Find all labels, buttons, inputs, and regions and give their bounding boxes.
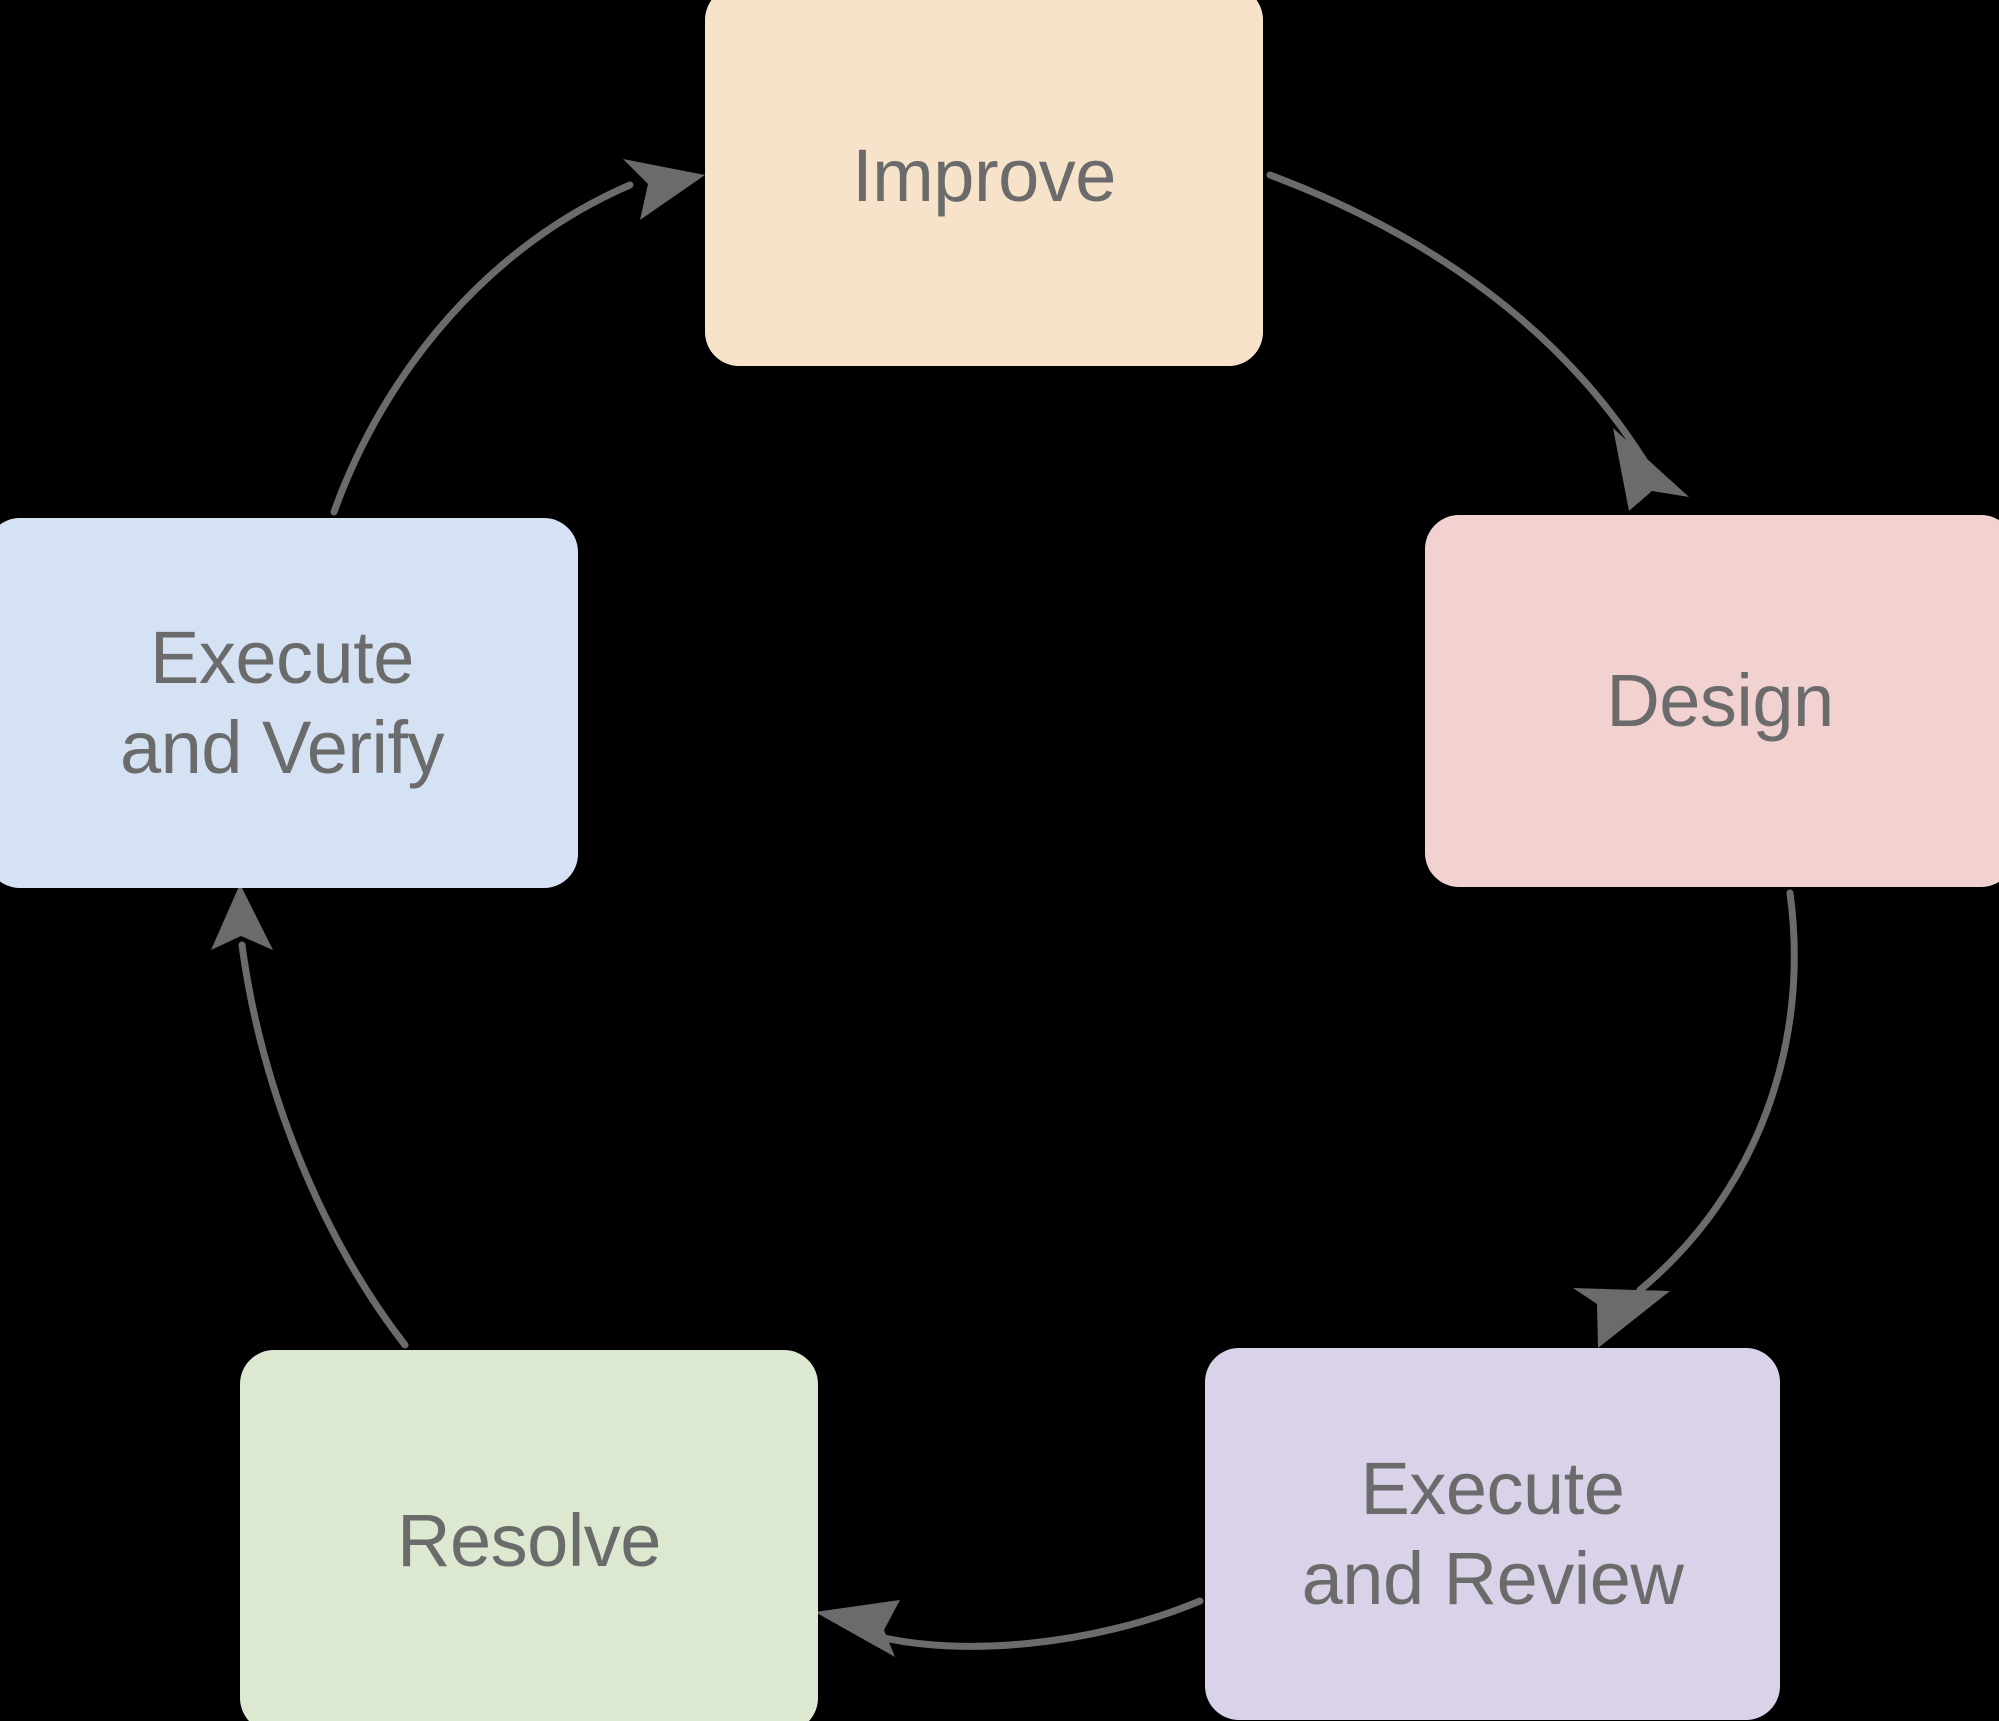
edge-execute-verify-to-improve — [330, 159, 705, 516]
node-resolve[interactable]: Resolve — [240, 1350, 818, 1721]
edge-improve-to-design — [1266, 171, 1689, 511]
node-resolve-label: Resolve — [397, 1498, 661, 1582]
node-improve-label: Improve — [852, 133, 1116, 217]
node-execute-review-label: Execute and Review — [1301, 1446, 1684, 1620]
edge-design-to-execute-review — [1573, 889, 1798, 1348]
node-execute-review[interactable]: Execute and Review — [1205, 1348, 1780, 1720]
node-design[interactable]: Design — [1425, 515, 1999, 887]
edge-resolve-to-execute-verify — [211, 884, 409, 1349]
node-improve[interactable]: Improve — [705, 0, 1263, 366]
node-execute-verify-label: Execute and Verify — [119, 615, 445, 789]
node-design-label: Design — [1606, 658, 1834, 742]
node-execute-verify[interactable]: Execute and Verify — [0, 518, 578, 888]
edge-execute-review-to-resolve — [815, 1597, 1204, 1657]
